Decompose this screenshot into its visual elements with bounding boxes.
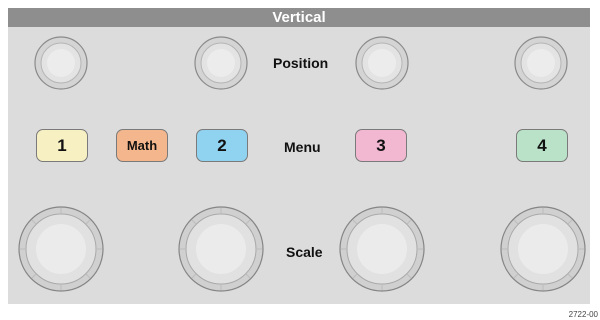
channel-1-label: 1 [57, 135, 67, 155]
figure-reference: 2722-00 [568, 310, 598, 319]
small-knob-icon [194, 36, 248, 90]
small-knob-icon [355, 36, 409, 90]
channel-3-button[interactable]: 3 [355, 129, 407, 162]
math-label: Math [126, 138, 158, 153]
position-knob-ch2[interactable] [194, 36, 248, 90]
scale-knob-ch1[interactable] [18, 206, 104, 292]
channel-3-label: 3 [376, 135, 386, 155]
channel-2-button[interactable]: 2 [196, 129, 248, 162]
large-knob-icon [500, 206, 586, 292]
channel-2-label: 2 [217, 135, 227, 155]
math-button[interactable]: Math [116, 129, 168, 162]
vertical-control-panel: Vertical Position 1 M [8, 8, 590, 304]
scale-label: Scale [286, 244, 323, 260]
position-label: Position [273, 55, 329, 71]
menu-label: Menu [284, 139, 321, 155]
small-knob-icon [34, 36, 88, 90]
position-knob-ch1[interactable] [34, 36, 88, 90]
panel-header: Vertical [8, 8, 590, 27]
channel-4-button[interactable]: 4 [516, 129, 568, 162]
channel-4-label: 4 [537, 135, 547, 155]
panel-title: Vertical [272, 9, 326, 26]
scale-knob-ch4[interactable] [500, 206, 586, 292]
large-knob-icon [18, 206, 104, 292]
position-knob-ch3[interactable] [355, 36, 409, 90]
channel-1-button[interactable]: 1 [36, 129, 88, 162]
scale-knob-ch3[interactable] [339, 206, 425, 292]
scale-knob-ch2[interactable] [178, 206, 264, 292]
position-knob-ch4[interactable] [514, 36, 568, 90]
small-knob-icon [514, 36, 568, 90]
large-knob-icon [178, 206, 264, 292]
large-knob-icon [339, 206, 425, 292]
